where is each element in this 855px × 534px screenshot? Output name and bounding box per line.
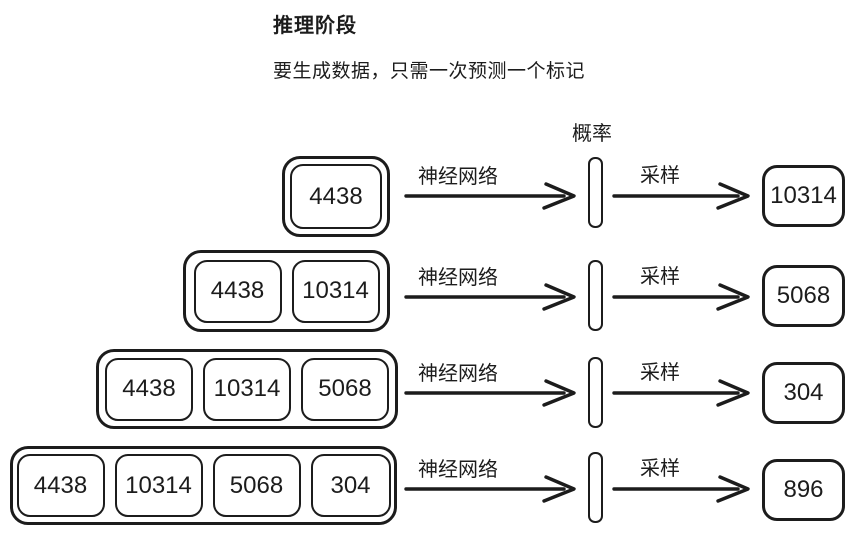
output-token-box: 10314 [762, 165, 845, 227]
neural-network-label: 神经网络 [418, 363, 498, 385]
neural-network-arrow [404, 283, 576, 311]
sampling-arrow [612, 283, 750, 311]
output-token-box: 5068 [762, 265, 845, 327]
token-box: 10314 [291, 259, 380, 323]
sampling-arrow [612, 182, 750, 210]
output-token-box: 304 [762, 362, 845, 424]
token-box: 10314 [203, 357, 291, 421]
probability-label: 概率 [572, 123, 612, 145]
probability-bar [588, 260, 603, 331]
sampling-label: 采样 [640, 458, 680, 480]
token-box: 4438 [16, 454, 105, 517]
sampling-arrow [612, 475, 750, 503]
token-box: 304 [310, 454, 391, 517]
probability-bar [588, 452, 603, 523]
context-box: 4438 [282, 156, 390, 237]
probability-bar [588, 157, 603, 228]
page-subtitle: 要生成数据，只需一次预测一个标记 [273, 61, 586, 82]
sampling-arrow [612, 379, 750, 407]
token-box: 4438 [105, 357, 193, 421]
token-box: 4438 [290, 164, 382, 229]
sampling-label: 采样 [640, 165, 680, 187]
page-title: 推理阶段 [273, 15, 357, 37]
probability-bar [588, 357, 603, 428]
context-box: 4438 10314 [183, 250, 390, 332]
context-box: 4438 10314 5068 304 [10, 446, 397, 525]
neural-network-label: 神经网络 [418, 459, 498, 481]
token-box: 4438 [193, 259, 282, 323]
token-box: 5068 [301, 357, 389, 421]
sampling-label: 采样 [640, 362, 680, 384]
neural-network-label: 神经网络 [418, 166, 498, 188]
token-box: 5068 [212, 454, 301, 517]
neural-network-label: 神经网络 [418, 267, 498, 289]
sampling-label: 采样 [640, 266, 680, 288]
neural-network-arrow [404, 475, 576, 503]
neural-network-arrow [404, 182, 576, 210]
output-token-box: 896 [762, 459, 845, 521]
token-box: 10314 [114, 454, 203, 517]
context-box: 4438 10314 5068 [96, 349, 398, 429]
neural-network-arrow [404, 379, 576, 407]
